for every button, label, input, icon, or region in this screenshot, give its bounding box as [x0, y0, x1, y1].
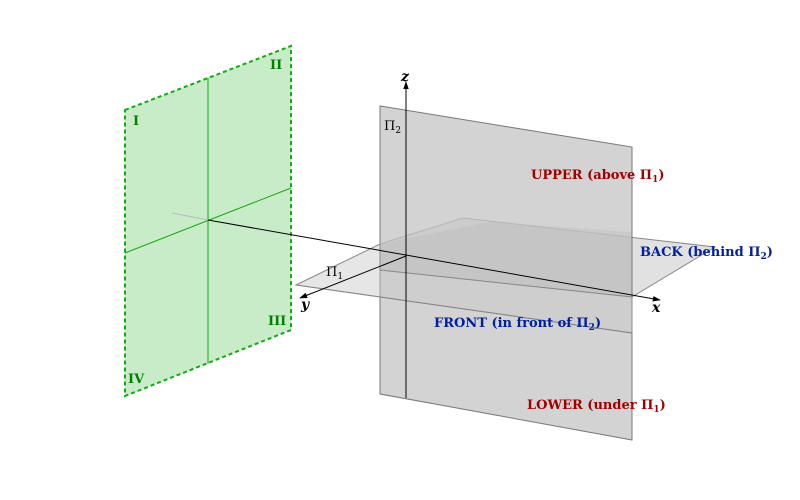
- y-axis-label: y: [300, 297, 310, 313]
- horizontal-plane-front-edge: [295, 284, 633, 334]
- quadrant-label-4: IV: [128, 372, 145, 387]
- region-label-back: BACK (behind Π2): [640, 245, 773, 262]
- quadrant-label-3: III: [268, 314, 286, 329]
- projection-line: [171, 212, 209, 221]
- quadrant-label-2: II: [270, 58, 282, 73]
- z-axis-label: z: [400, 69, 410, 85]
- axes-group: [207, 81, 661, 398]
- plane-label-pi2: Π2: [384, 119, 401, 136]
- green-plane-group: [124, 44, 292, 398]
- plane-label-pi1: Π1: [326, 265, 343, 282]
- region-label-front: FRONT (in front of Π2): [434, 316, 601, 333]
- region-label-upper: UPPER (above Π1): [531, 168, 665, 185]
- region-label-lower: LOWER (under Π1): [527, 398, 666, 415]
- x-axis-label: x: [651, 300, 661, 316]
- y-axis: [299, 255, 407, 299]
- quadrant-label-1: I: [133, 114, 139, 129]
- x-axis: [207, 219, 661, 302]
